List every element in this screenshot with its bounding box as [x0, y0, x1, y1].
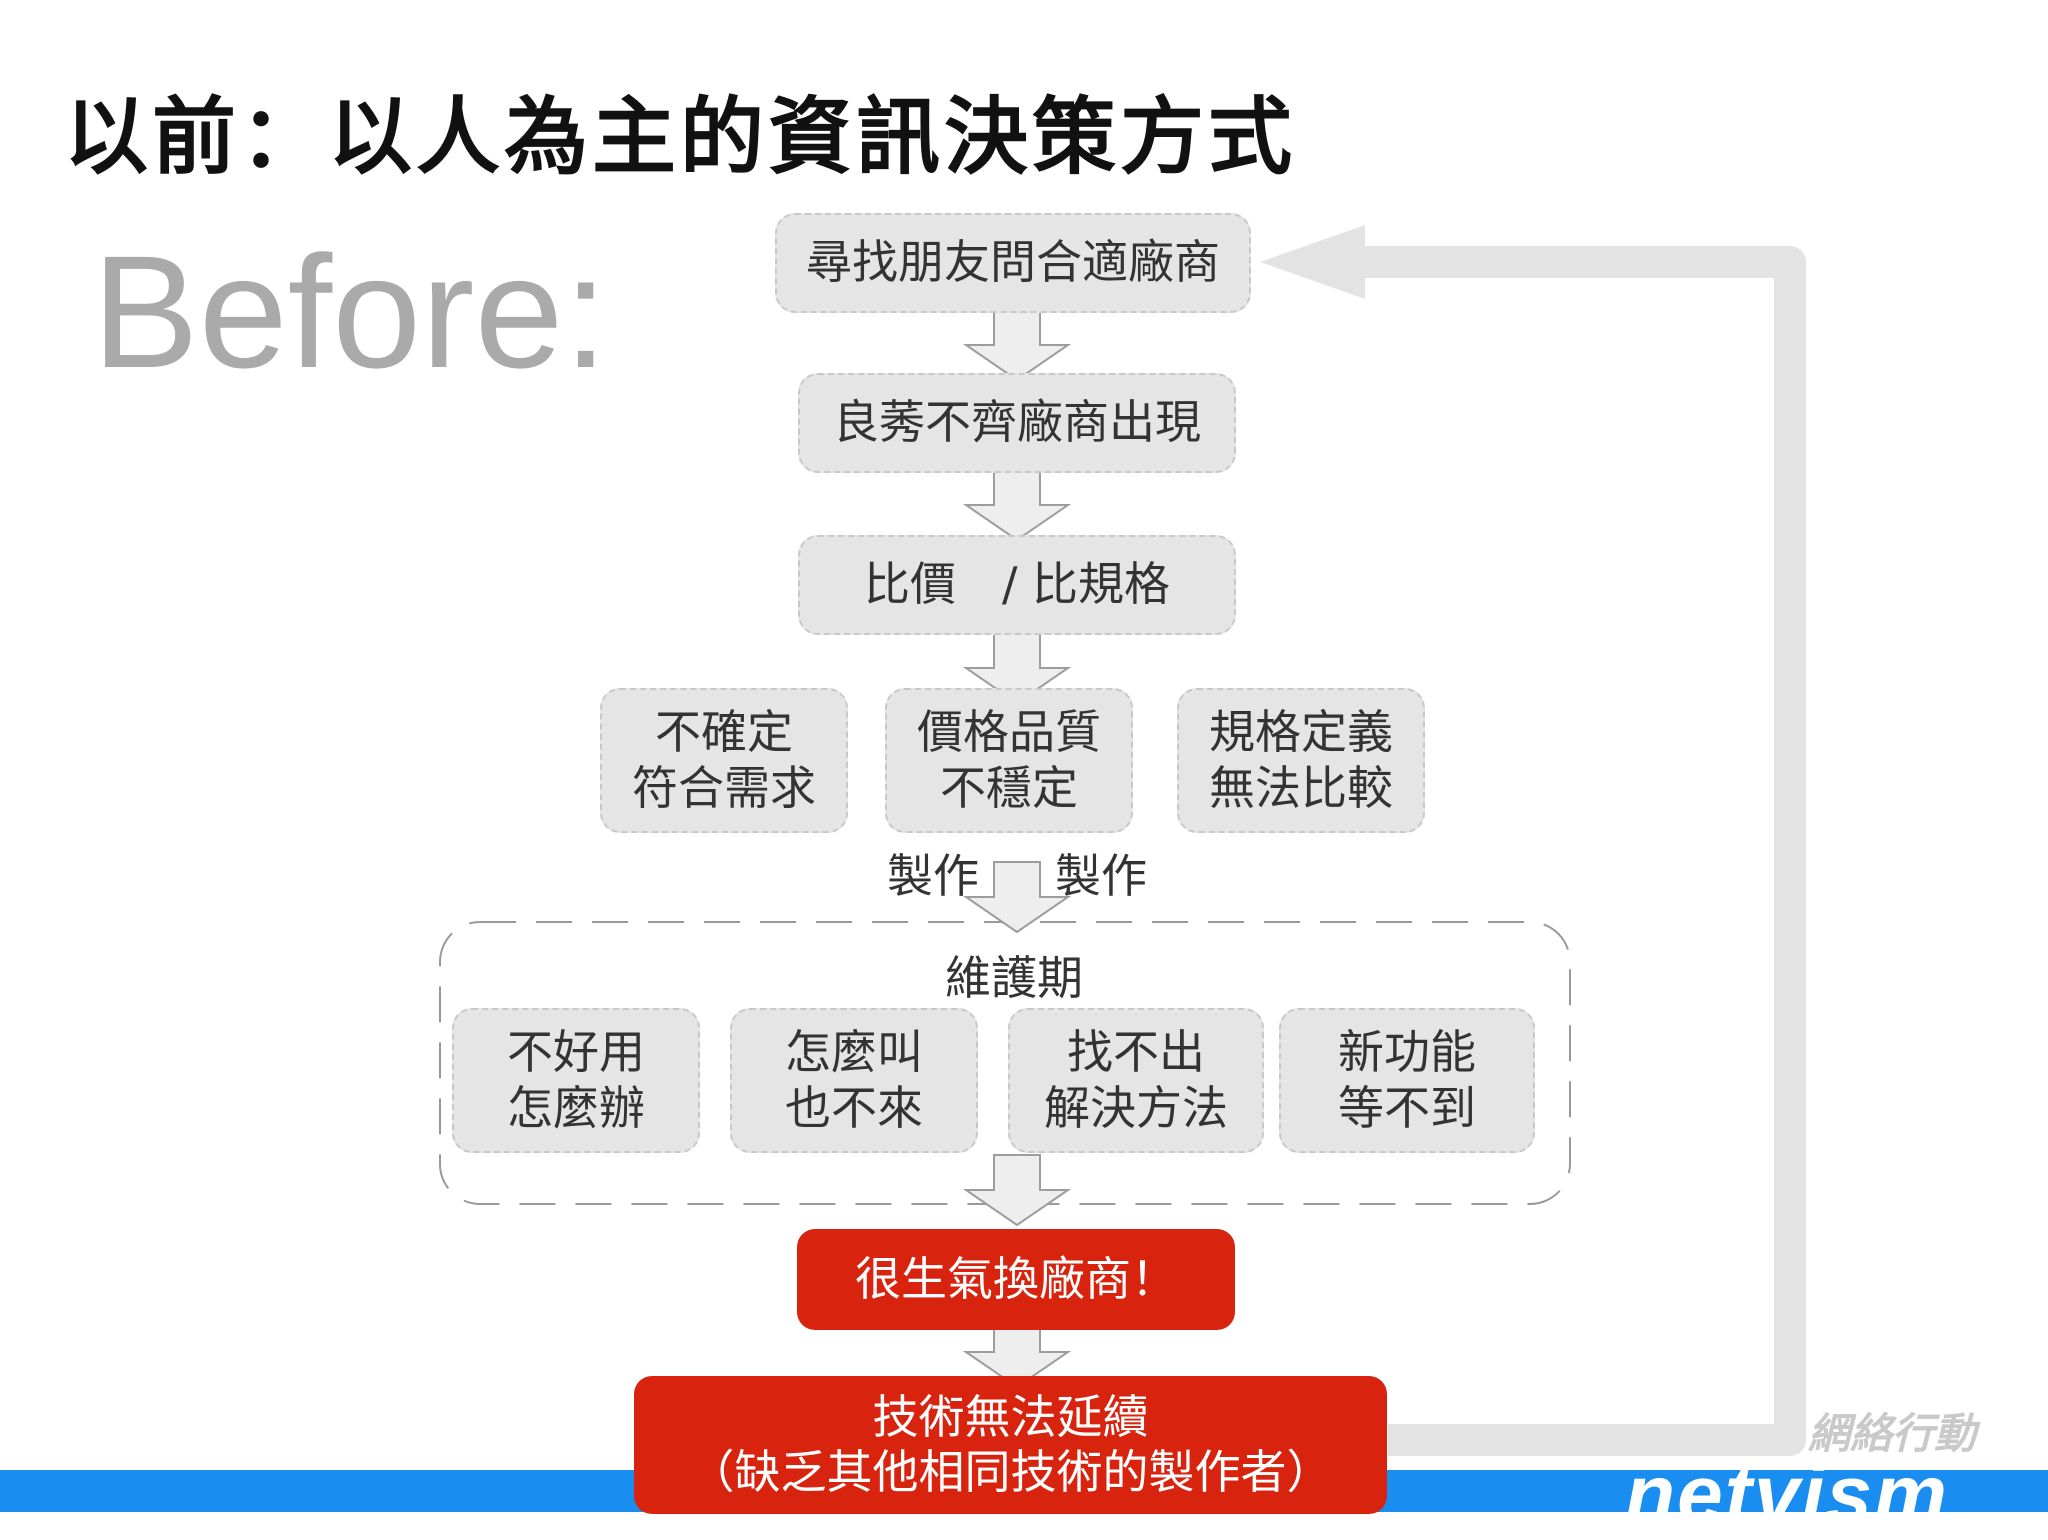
maintenance-label: 維護期: [945, 951, 1083, 1005]
maintenance-item-line2: 等不到: [1338, 1080, 1476, 1135]
issue-box: 不確定 符合需求: [600, 688, 848, 833]
maintenance-item: 找不出 解決方法: [1008, 1008, 1264, 1153]
maintenance-item-line2: 解決方法: [1044, 1080, 1228, 1135]
maintenance-item-line1: 不好用: [507, 1025, 645, 1080]
down-arrow-2: [962, 469, 1072, 542]
maintenance-item: 新功能 等不到: [1279, 1008, 1535, 1153]
issue-line1: 不確定: [655, 705, 793, 760]
maintenance-item-line2: 怎麼辦: [507, 1080, 645, 1135]
down-arrow-3: [962, 632, 1072, 705]
maintenance-item-line1: 怎麼叫: [785, 1025, 923, 1080]
issue-line2: 無法比較: [1209, 760, 1393, 815]
step-compare-text: 比價 / 比規格: [863, 557, 1171, 612]
down-arrow-4: [962, 861, 1072, 934]
down-arrow-5: [962, 1154, 1072, 1227]
issue-line1: 價格品質: [917, 705, 1101, 760]
loop-back-arrow: [1360, 246, 1806, 1456]
make-label-right: 製作: [1055, 849, 1147, 903]
maintenance-item: 不好用 怎麼辦: [452, 1008, 700, 1153]
make-label-left: 製作: [887, 849, 979, 903]
maintenance-item: 怎麼叫 也不來: [730, 1008, 978, 1153]
down-arrow-1: [962, 309, 1072, 382]
step-compare: 比價 / 比規格: [798, 535, 1236, 635]
issue-box: 價格品質 不穩定: [885, 688, 1133, 833]
issue-line2: 不穩定: [940, 760, 1078, 815]
maintenance-item-line1: 新功能: [1338, 1025, 1476, 1080]
netvism-logo: netvism: [1625, 1449, 1949, 1540]
step-switch-vendor-text: 很生氣換廠商！: [855, 1251, 1177, 1306]
step-switch-vendor: 很生氣換廠商！: [797, 1229, 1235, 1330]
issue-line1: 規格定義: [1209, 705, 1393, 760]
step-mixed-vendors-text: 良莠不齊廠商出現: [833, 395, 1201, 450]
step-tech-discontinued-line2: （缺乏其他相同技術的製作者）: [688, 1445, 1333, 1499]
step-tech-discontinued-line1: 技術無法延續: [872, 1389, 1149, 1444]
issue-box: 規格定義 無法比較: [1177, 688, 1425, 833]
issue-line2: 符合需求: [632, 760, 816, 815]
maintenance-item-line1: 找不出: [1067, 1025, 1205, 1080]
step-find-vendor: 尋找朋友問合適廠商: [775, 213, 1251, 313]
step-tech-discontinued: 技術無法延續 （缺乏其他相同技術的製作者）: [634, 1376, 1387, 1514]
page-title: 以前：以人為主的資訊決策方式: [64, 88, 1297, 186]
loop-back-arrowhead: [1260, 225, 1365, 299]
maintenance-item-line2: 也不來: [785, 1080, 923, 1135]
step-find-vendor-text: 尋找朋友問合適廠商: [806, 235, 1220, 290]
before-label: Before:: [92, 222, 608, 401]
logo-chinese-text: 網絡行動: [1808, 1409, 1977, 1458]
step-mixed-vendors: 良莠不齊廠商出現: [798, 373, 1236, 473]
